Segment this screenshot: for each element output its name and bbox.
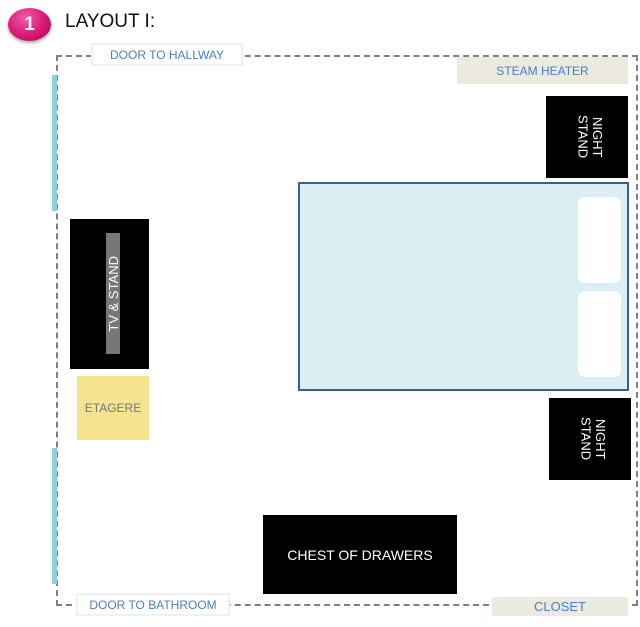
- tv-stand: TV & STAND: [70, 219, 149, 369]
- door-to-bathroom: DOOR TO BATHROOM: [76, 593, 230, 616]
- tv-stand-label: TV & STAND: [105, 255, 121, 332]
- page-title: LAYOUT I:: [65, 11, 156, 32]
- chest-of-drawers: CHEST OF DRAWERS: [263, 515, 457, 594]
- steam-heater: STEAM HEATER: [457, 57, 628, 84]
- room-outline: [56, 55, 638, 606]
- night-stand-label: NIGHT STAND: [578, 417, 608, 461]
- etagere: ETAGERE: [77, 376, 149, 440]
- bed: [298, 182, 629, 391]
- pillow: [578, 291, 621, 377]
- closet: CLOSET: [492, 597, 628, 616]
- night-stand-label: NIGHT STAND: [575, 115, 605, 159]
- pillow: [578, 197, 621, 283]
- night-stand-top: NIGHT STAND: [546, 96, 628, 178]
- window-upper: [52, 75, 57, 211]
- night-stand-bottom: NIGHT STAND: [549, 398, 631, 480]
- door-to-hallway: DOOR TO HALLWAY: [91, 43, 243, 66]
- window-lower: [52, 448, 57, 584]
- badge-number: 1: [24, 13, 35, 35]
- tv: TV & STAND: [105, 233, 121, 354]
- layout-number-badge: 1: [8, 8, 51, 41]
